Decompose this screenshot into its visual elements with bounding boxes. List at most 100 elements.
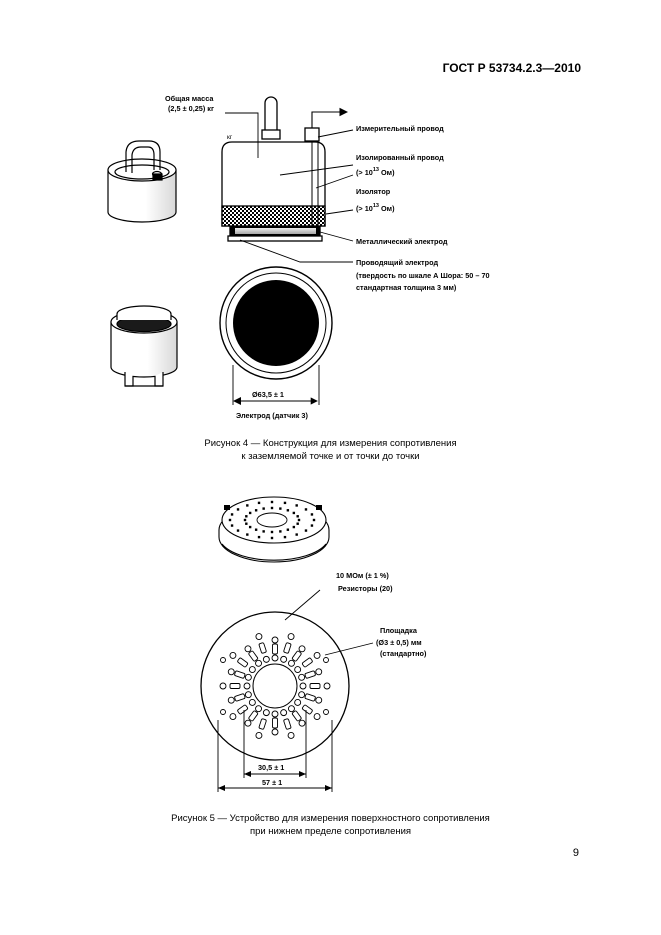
outer-pad bbox=[255, 732, 263, 739]
outer-pad bbox=[298, 719, 306, 727]
disc-dot bbox=[304, 529, 308, 532]
electrode-cross-section: кг bbox=[221, 96, 349, 242]
label-insulator-resistance: (> 1013 Ом) bbox=[356, 203, 395, 213]
figure5-drawing: 10 МОм (± 1 %) Резисторы (20) Площадка (… bbox=[200, 496, 427, 792]
label-metal-electrode: Металлический электрод bbox=[356, 237, 448, 246]
disc-dot bbox=[270, 506, 274, 510]
label-insulated-wire-resistance: (> 1013 Ом) bbox=[356, 167, 395, 177]
inner-pad bbox=[262, 655, 270, 663]
label-electrode-probe: Электрод (датчик 3) bbox=[236, 411, 308, 420]
resistor bbox=[229, 683, 241, 689]
disc-illustration bbox=[218, 496, 330, 563]
page-number: 9 bbox=[572, 847, 579, 859]
inner-pad bbox=[271, 654, 279, 662]
outer-pad bbox=[227, 668, 235, 676]
label-resistors-count: Резисторы (20) bbox=[338, 584, 393, 593]
disc-dot bbox=[262, 507, 265, 510]
label-conductive-thickness: стандартная толщина 3 мм) bbox=[356, 283, 457, 292]
outer-pad bbox=[229, 713, 237, 721]
resistor bbox=[248, 650, 259, 662]
resistor bbox=[291, 710, 302, 722]
figure4-drawing: кг Общая масса (2,5 ± 0,25) кг Измерител… bbox=[107, 94, 490, 420]
inner-pad bbox=[244, 673, 252, 681]
disc-dot bbox=[279, 507, 282, 510]
resistor bbox=[304, 693, 316, 702]
inner-pad bbox=[255, 705, 262, 713]
figure4-caption-line1: Рисунок 4 — Конструкция для измерения со… bbox=[204, 438, 457, 449]
figure5-leaders bbox=[217, 589, 374, 792]
disc-dot bbox=[246, 533, 249, 536]
disc-dot bbox=[297, 518, 301, 522]
label-conductive-hardness: (твердость по шкале А Шора: 50 – 70 bbox=[356, 271, 490, 280]
resistor bbox=[258, 718, 267, 730]
outer-pad bbox=[244, 719, 252, 727]
resistor bbox=[234, 670, 246, 679]
inner-pad bbox=[299, 682, 307, 690]
inner-pad bbox=[280, 709, 288, 717]
outer-pad bbox=[229, 651, 237, 659]
disc-dot bbox=[283, 501, 287, 505]
label-dim-inner: 30,5 ± 1 bbox=[258, 763, 284, 772]
disc-dot bbox=[283, 535, 287, 539]
inner-pad bbox=[280, 655, 288, 663]
inner-pad bbox=[288, 659, 295, 667]
figure4-caption-line2: к заземляемой точке и от точки до точки bbox=[241, 451, 420, 462]
disc-dot bbox=[292, 525, 296, 529]
standard-header: ГОСТ Р 53734.2.3—2010 bbox=[442, 61, 581, 75]
outer-pad bbox=[315, 696, 323, 704]
outer-pad bbox=[287, 633, 295, 640]
inner-pad bbox=[294, 666, 302, 673]
disc-dot bbox=[310, 524, 314, 527]
disc-dot bbox=[236, 529, 240, 532]
outer-pad bbox=[315, 668, 323, 676]
disc-dot bbox=[295, 504, 298, 507]
inner-pad bbox=[298, 673, 306, 681]
inner-pad bbox=[248, 699, 256, 706]
figure4-caption: Рисунок 4 — Конструкция для измерения со… bbox=[0, 437, 661, 463]
outer-pad bbox=[287, 732, 295, 739]
outer-pad bbox=[313, 651, 321, 659]
disc-dot bbox=[230, 524, 234, 527]
disc-dot bbox=[270, 536, 274, 540]
label-total-mass: Общая масса bbox=[165, 94, 214, 103]
inner-pad bbox=[255, 659, 262, 667]
dimension-arrows bbox=[218, 771, 332, 791]
inner-pad bbox=[288, 705, 295, 713]
label-insulated-wire: Изолированный провод bbox=[356, 153, 444, 162]
svg-text:кг: кг bbox=[227, 134, 233, 141]
resistor bbox=[283, 642, 292, 654]
inner-pad bbox=[294, 699, 302, 706]
resistor bbox=[234, 693, 246, 702]
outer-pad bbox=[298, 645, 306, 653]
disc-dot bbox=[286, 528, 290, 531]
disc-dot bbox=[312, 518, 316, 522]
label-measuring-wire: Измерительный провод bbox=[356, 124, 444, 133]
disc-dot bbox=[246, 504, 249, 507]
figure5-caption-line2: при нижнем пределе сопротивления bbox=[249, 826, 412, 837]
outer-pad bbox=[271, 728, 279, 736]
resistor bbox=[272, 643, 278, 655]
cylinder-illustration-top bbox=[107, 140, 177, 223]
cylinder-illustration-bottom bbox=[110, 305, 178, 387]
inner-pad bbox=[298, 691, 306, 699]
inner-pad bbox=[262, 709, 270, 717]
label-resistor-value: 10 МОм (± 1 %) bbox=[336, 571, 389, 580]
label-pad: Площадка bbox=[380, 626, 418, 635]
outer-pad bbox=[255, 633, 263, 640]
electrode-plan-view bbox=[219, 266, 333, 405]
disc-dot bbox=[279, 530, 282, 533]
resistor bbox=[301, 657, 313, 668]
disc-dot bbox=[304, 508, 308, 511]
inner-pad bbox=[243, 682, 251, 690]
inner-pad bbox=[248, 666, 256, 673]
disc-dot bbox=[230, 513, 234, 516]
label-mass-value: (2,5 ± 0,25) кг bbox=[168, 104, 214, 113]
disc-dot bbox=[248, 511, 252, 515]
figure5-caption: Рисунок 5 — Устройство для измерения пов… bbox=[0, 812, 661, 838]
resistor bbox=[283, 718, 292, 730]
label-conductive-electrode: Проводящий электрод bbox=[356, 258, 438, 267]
resistor bbox=[272, 717, 278, 729]
disc-plan-view bbox=[200, 611, 350, 761]
disc-dot bbox=[296, 522, 299, 525]
